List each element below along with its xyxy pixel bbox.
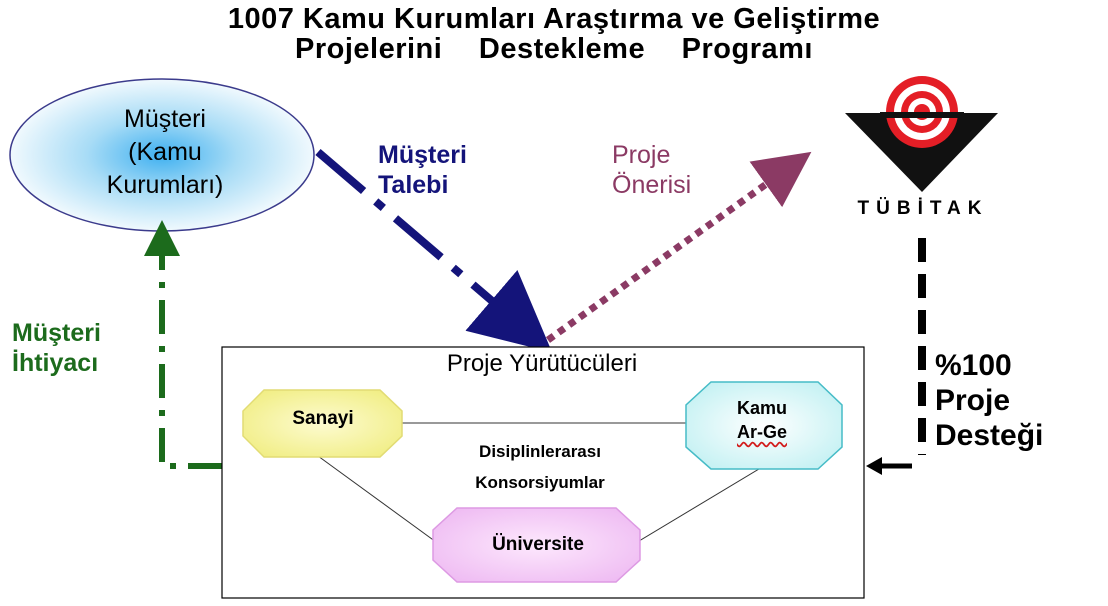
kamu-arge-label: Kamu Ar-Ge bbox=[683, 396, 841, 444]
tubitak-logo-icon bbox=[845, 76, 998, 192]
consortium-label: Disiplinlerarası Konsorsiyumlar bbox=[405, 436, 675, 498]
project-proposal-label-line-1: Proje bbox=[612, 141, 671, 169]
customer-need-label-line-2: İhtiyacı bbox=[12, 349, 99, 377]
title-line-2: Projelerini Destekleme Programı bbox=[295, 33, 813, 65]
universite-label: Üniversite bbox=[492, 534, 584, 555]
project-support-label-line-1: %100 bbox=[935, 349, 1012, 382]
consortium-label-line-2: Konsorsiyumlar bbox=[475, 473, 605, 492]
tubitak-name: TÜBİTAK bbox=[857, 198, 989, 219]
diagram-title: 1007 Kamu Kurumları Araştırma ve Gelişti… bbox=[0, 4, 1108, 64]
project-proposal-label-line-2: Önerisi bbox=[612, 171, 692, 199]
kamu-arge-label-line-2: Ar-Ge bbox=[736, 422, 787, 442]
customer-demand-label-line-1: Müşteri bbox=[378, 141, 467, 169]
project-support-label-line-3: Desteği bbox=[935, 419, 1044, 452]
customer-need-label: Müşteri İhtiyacı bbox=[12, 318, 101, 378]
consortium-label-line-1: Disiplinlerarası bbox=[479, 442, 601, 461]
sanayi-node bbox=[242, 389, 403, 458]
customer-label-line-1: Müşteri bbox=[124, 105, 206, 133]
project-proposal-label: Proje Önerisi bbox=[612, 140, 691, 200]
universite-node bbox=[432, 507, 641, 583]
customer-need-arrow bbox=[144, 220, 222, 469]
customer-demand-label-line-2: Talebi bbox=[378, 171, 449, 199]
customer-demand-label: Müşteri Talebi bbox=[378, 140, 467, 200]
customer-need-label-line-1: Müşteri bbox=[12, 319, 101, 347]
executors-title: Proje Yürütücüleri bbox=[446, 350, 638, 377]
customer-label: Müşteri (Kamu Kurumları) bbox=[10, 103, 320, 202]
customer-demand-arrow bbox=[315, 148, 553, 353]
kamu-arge-label-line-1: Kamu bbox=[736, 398, 787, 418]
project-support-label-line-2: Proje bbox=[935, 384, 1011, 417]
customer-label-line-3: Kurumları) bbox=[106, 171, 224, 199]
title-line-1: 1007 Kamu Kurumları Araştırma ve Gelişti… bbox=[227, 3, 881, 35]
sanayi-label: Sanayi bbox=[292, 408, 354, 429]
kamu-arge-node bbox=[685, 381, 843, 470]
project-support-label: %100 Proje Desteği bbox=[935, 348, 1043, 453]
customer-label-line-2: (Kamu bbox=[128, 138, 202, 166]
